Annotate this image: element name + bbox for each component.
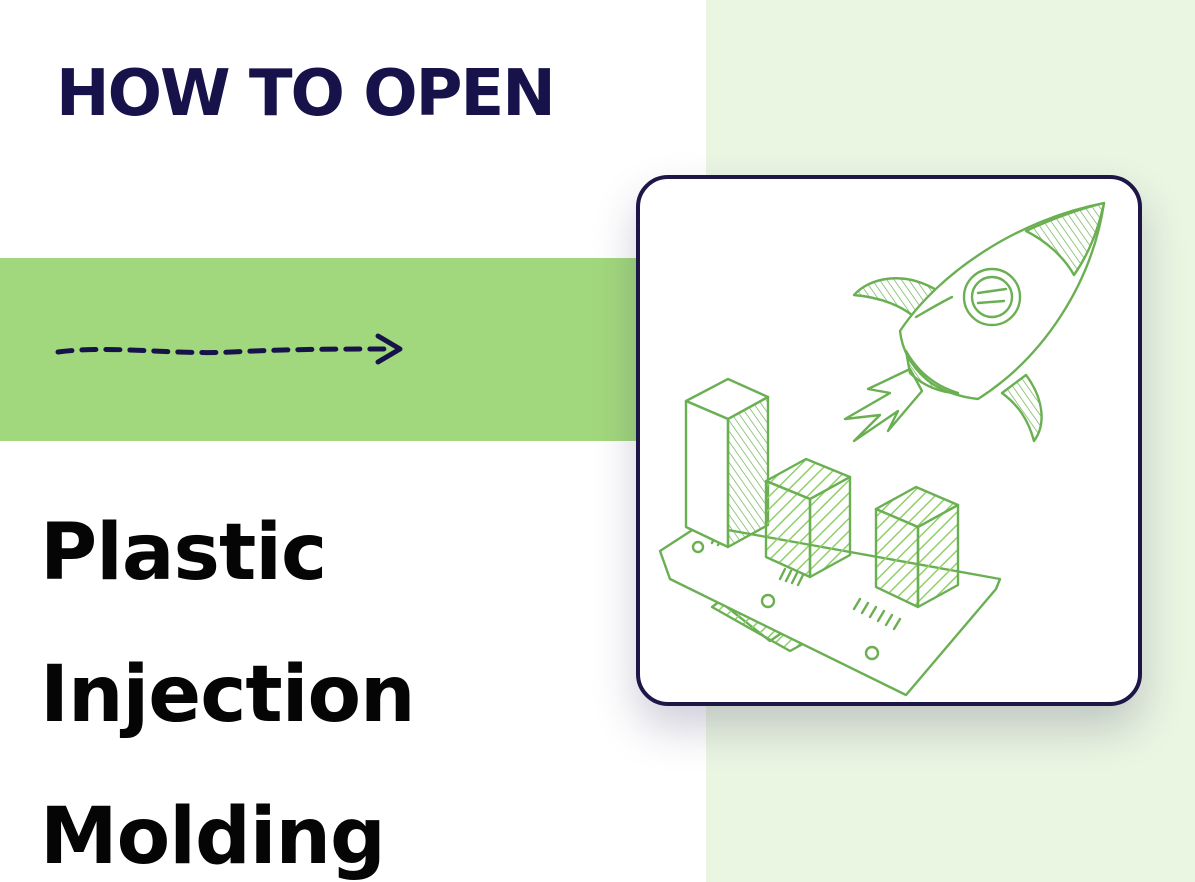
title-line-1: Plastic (40, 508, 327, 598)
main-title: Plastic Injection Molding (40, 482, 416, 882)
rocket-left-fin (852, 277, 940, 317)
title-line-3: Molding (40, 792, 386, 882)
rocket-icon (843, 201, 1106, 443)
right-bar (874, 485, 960, 609)
illustration-card (636, 175, 1142, 706)
bar-blocks (684, 377, 960, 609)
rocket-flame (843, 367, 924, 443)
middle-bar (764, 457, 852, 579)
rocket-right-fin (1000, 373, 1043, 443)
rocket-growth-chart-illustration (658, 201, 1106, 697)
title-line-2: Injection (40, 650, 416, 740)
kicker-heading: HOW TO OPEN (56, 57, 556, 131)
tall-bar (684, 377, 770, 549)
dashed-arrow-right-icon (55, 333, 403, 365)
rocket-nose (1024, 201, 1106, 277)
